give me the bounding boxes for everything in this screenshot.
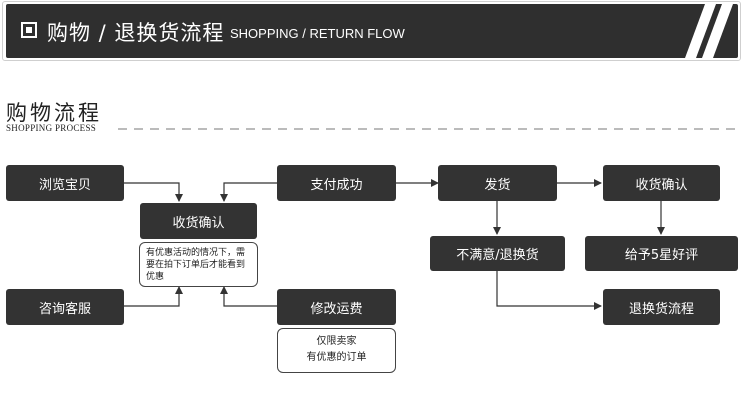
node-pay-success: 支付成功 [277,165,396,201]
section-title-en: SHOPPING PROCESS [6,123,97,133]
note-discount-text: 有优惠活动的情况下，需要在拍下订单后才能看到优惠 [146,248,246,282]
square-icon [21,22,37,38]
node-ship: 发货 [438,165,557,201]
node-confirm-receipt: 收货确认 [603,165,720,201]
arrow-browse-confirm [124,182,183,202]
note-shipping-line2: 有优惠的订单 [306,352,367,363]
arrow-unsatisfied-returnflow [496,271,602,310]
arrow-consult-confirm [124,286,183,307]
node-modify-shipping: 修改运费 [277,289,396,325]
note-shipping: 仅限卖家 有优惠的订单 [277,328,396,373]
note-shipping-line1: 仅限卖家 [316,336,357,347]
banner-title-en: SHOPPING / RETURN FLOW [230,26,405,41]
node-browse: 浏览宝贝 [6,165,124,201]
banner-frame [2,1,741,61]
node-confirm: 收货确认 [140,203,257,239]
header-banner: 购物 / 退换货流程 SHOPPING / RETURN FLOW [6,4,738,58]
section-title-cn: 购物流程 [6,101,102,125]
arrow-modify-confirm [220,286,277,307]
node-unsatisfied-return: 不满意/退换货 [430,236,565,271]
stripes-decoration [685,4,733,58]
banner-title-cn: 购物 / 退换货流程 [47,21,225,45]
node-return-flow: 退换货流程 [603,289,720,325]
note-discount: 有优惠活动的情况下，需要在拍下订单后才能看到优惠 [139,242,258,287]
node-consult: 咨询客服 [6,289,124,325]
arrow-pay-confirm [220,182,277,202]
node-five-star: 给予5星好评 [585,236,738,271]
